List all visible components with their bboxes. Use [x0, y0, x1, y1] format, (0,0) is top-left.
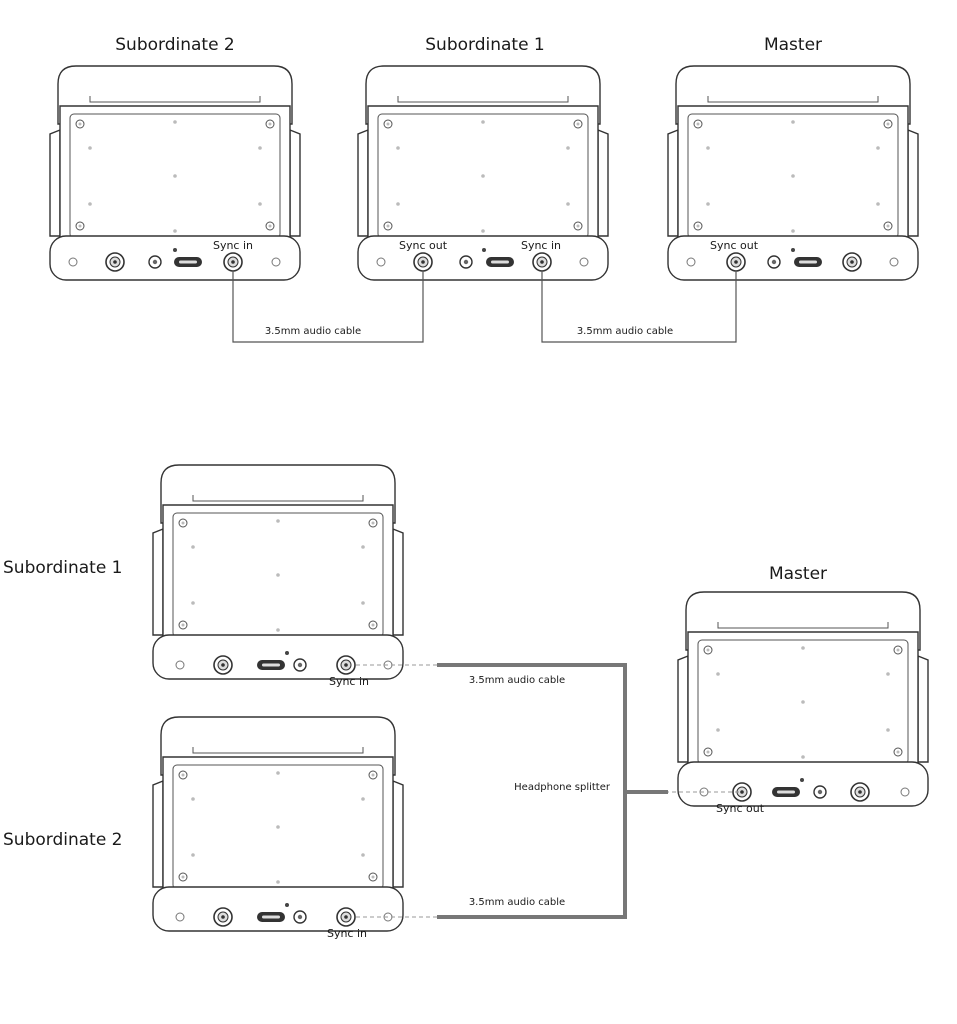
- daisy-subordinate-1-device: [357, 65, 609, 281]
- daisy-cable-1-label: 3.5mm audio cable: [265, 326, 361, 337]
- star-subordinate-1-device: [152, 464, 404, 680]
- daisy-subordinate-2-device: [49, 65, 301, 281]
- daisy-master-sync-out-jack: [726, 252, 746, 272]
- star-subordinate-1-title: Subordinate 1: [3, 558, 123, 578]
- star-cable-1-label: 3.5mm audio cable: [469, 675, 565, 686]
- star-master-title: Master: [769, 564, 827, 584]
- daisy-master-sync-out-label: Sync out: [710, 239, 759, 252]
- star-sub1-sync-in-jack: [336, 655, 356, 675]
- daisy-sub1-sync-in-label: Sync in: [521, 239, 561, 252]
- star-sub2-sync-in-label: Sync in: [327, 927, 367, 940]
- daisy-subordinate-1-title: Subordinate 1: [425, 35, 545, 55]
- daisy-cable-2-label: 3.5mm audio cable: [577, 326, 673, 337]
- daisy-sub2-sync-in-jack: [223, 252, 243, 272]
- star-subordinate-2-device: [152, 716, 404, 932]
- daisy-sub2-sync-in-label: Sync in: [213, 239, 253, 252]
- star-sub2-sync-in-jack: [336, 907, 356, 927]
- daisy-master-device: [667, 65, 919, 281]
- daisy-subordinate-2-title: Subordinate 2: [115, 35, 235, 55]
- daisy-master-title: Master: [764, 35, 822, 55]
- daisy-sub1-sync-out-jack: [413, 252, 433, 272]
- headphone-splitter-label: Headphone splitter: [514, 782, 611, 793]
- daisy-cable-2: [541, 271, 737, 343]
- star-master-sync-out-label: Sync out: [716, 802, 765, 815]
- star-cable-2-label: 3.5mm audio cable: [469, 897, 565, 908]
- daisy-cable-1: [232, 271, 424, 343]
- daisy-sub1-sync-in-jack: [532, 252, 552, 272]
- star-sub1-sync-in-label: Sync in: [329, 675, 369, 688]
- star-subordinate-2-title: Subordinate 2: [3, 830, 123, 850]
- star-master-device: [677, 591, 929, 807]
- daisy-sub1-sync-out-label: Sync out: [399, 239, 448, 252]
